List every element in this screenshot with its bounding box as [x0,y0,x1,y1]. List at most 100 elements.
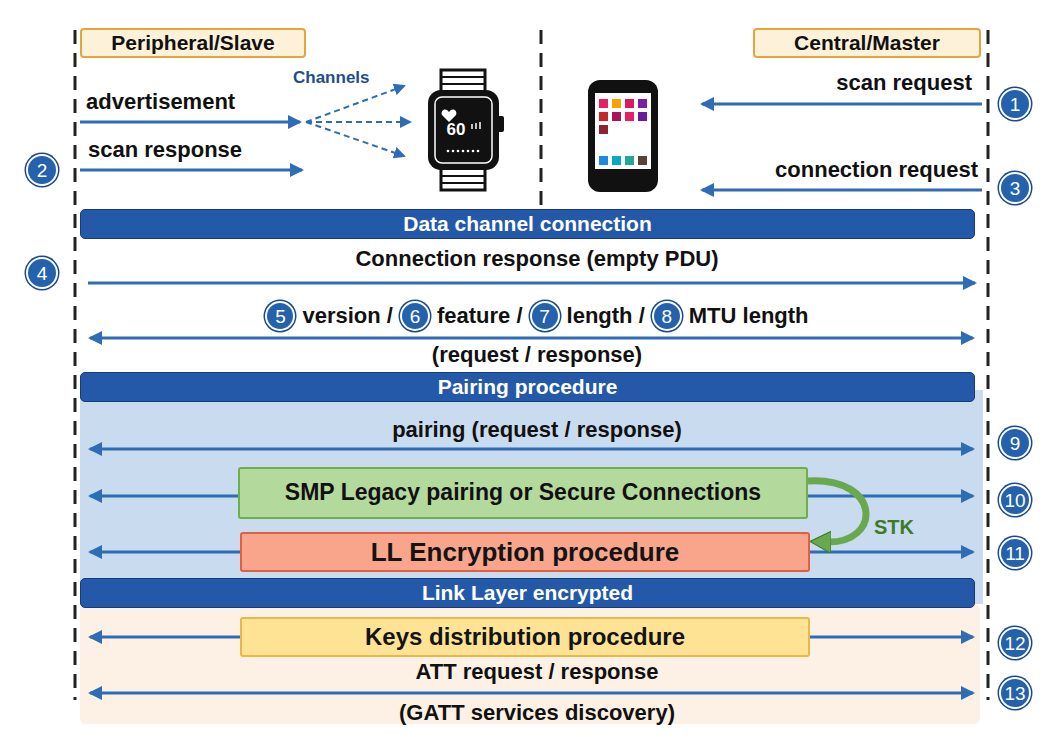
actor-header: Central/Master [753,28,981,58]
channel-arrow [306,122,404,156]
phase-band: Pairing procedure [80,372,975,402]
node-text: Peripheral/Slave [111,31,274,54]
app-icon [612,99,621,108]
callout-number: 12 [999,627,1031,659]
message-label: Connection response (empty PDU) [355,247,718,272]
app-icon [625,99,634,108]
actor-header: Peripheral/Slave [80,28,306,58]
watch-strap [441,70,485,92]
message-label: MTU length [689,304,809,329]
phone-body [588,80,658,192]
divider-line [540,30,543,205]
watch-strap-line [441,83,485,85]
callout-number: 8 [652,301,682,331]
message-arrow [90,337,973,340]
message-label: ATT request / response [416,660,659,685]
key-flow-arrow [808,481,866,542]
app-icon [612,156,621,165]
message-label: pairing (request / response) [392,418,682,443]
message-label: advertisement [86,90,235,115]
lifeline [987,30,990,700]
signal-ticks [472,122,480,129]
watch-screen [435,97,492,163]
callout-number: 5 [265,301,295,331]
message-label: feature / [437,304,523,329]
tick [479,122,481,129]
app-icon [612,112,621,121]
callout-number: 13 [999,677,1031,709]
app-icon [638,156,647,165]
tick [471,124,473,129]
dot [467,150,470,153]
message-arrow [80,121,300,124]
callout-number: 1 [999,88,1031,120]
app-icon [599,99,608,108]
message-arrow [90,448,973,451]
message-arrow [90,692,973,695]
channel-label: Channels [293,68,370,87]
watch-body [428,90,499,170]
dot [447,150,450,153]
watch-strap-line [441,182,485,184]
node-text: Keys distribution procedure [365,624,685,650]
message-arrow [88,282,975,285]
dot [462,150,465,153]
callout-number: 9 [999,427,1031,459]
message-arrow [702,189,982,192]
message-label: (request / response) [432,343,642,368]
node-text: Pairing procedure [438,375,618,398]
channel-arrow [306,121,410,123]
process-box: Keys distribution procedure [240,617,810,657]
callout-number: 3 [999,172,1031,204]
phone-screen [595,93,651,169]
message-row: 5 version / 6 feature / 7 length / 8 MTU length [265,301,808,331]
message-label: version / [302,304,392,329]
watch-strap [441,168,485,190]
node-text: SMP Legacy pairing or Secure Connections [285,480,761,505]
callout-number: 6 [400,301,430,331]
app-icon [599,156,608,165]
node-text: Data channel connection [403,212,652,235]
app-icon [625,156,634,165]
node-text: Link Layer encrypted [422,581,633,604]
callout-number: 10 [999,484,1031,516]
smartphone-icon [588,80,658,192]
process-box: LL Encryption procedure [240,532,810,572]
watch-reading: 60 [447,120,466,139]
dot [477,150,480,153]
app-icon [638,99,647,108]
pairing-region [80,390,983,604]
app-icon [625,112,634,121]
node-text: Central/Master [794,31,940,54]
process-box: SMP Legacy pairing or Secure Connections [238,467,808,519]
smartwatch-icon [428,70,504,190]
app-icon [638,112,647,121]
app-icon [599,112,608,121]
callout-number: 11 [999,537,1031,569]
message-arrow [80,169,302,172]
message-arrow [702,103,982,106]
lifeline [74,30,77,700]
node-text: LL Encryption procedure [371,538,680,567]
message-label: scan response [88,138,242,163]
heart-symbol [442,109,457,122]
app-icon [599,125,608,134]
watch-dots [447,150,480,153]
phase-band: Link Layer encrypted [80,578,975,608]
callout-number: 2 [26,154,58,186]
message-label: (GATT services discovery) [399,701,675,726]
tick [475,123,477,129]
dot [472,150,475,153]
callout-number: 4 [26,257,58,289]
message-label: connection request [775,158,978,183]
edge-label: STK [874,516,914,538]
channel-arrow [306,86,404,122]
message-label: length / [567,304,645,329]
phase-band: Data channel connection [80,209,975,239]
watch-strap-line [441,76,485,78]
watch-strap-line [441,175,485,177]
message-label: scan request [836,71,972,96]
dot [457,150,460,153]
callout-number: 7 [530,301,560,331]
dot [452,150,455,153]
